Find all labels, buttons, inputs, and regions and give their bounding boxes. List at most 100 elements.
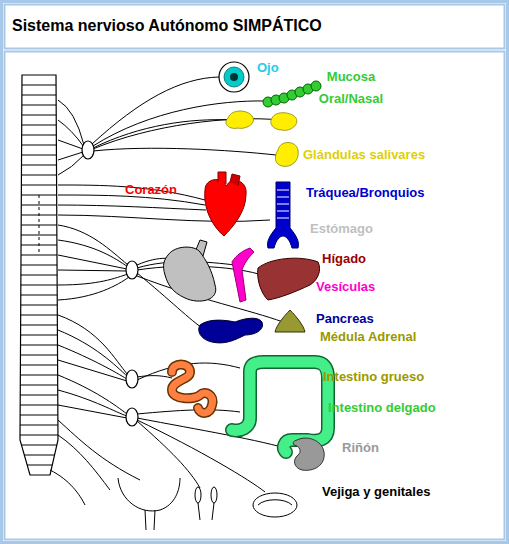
small-intestine-shape: [172, 365, 213, 413]
nerve-line: [137, 421, 200, 488]
heart-vessel: [230, 174, 240, 186]
diagram-title: Sistema nervioso Autónomo SIMPÁTICO: [12, 16, 322, 36]
vesicle-shape: [232, 248, 254, 302]
genital-outline: [195, 487, 201, 503]
genital-detail: [258, 500, 292, 505]
nerve-line: [58, 390, 127, 416]
nerve-line: [58, 274, 128, 285]
vertebra-line: [18, 305, 60, 306]
liver-shape: [258, 258, 320, 300]
vertebra-line: [18, 415, 60, 416]
organ-label: Corazón: [125, 182, 177, 198]
nerve-line: [58, 240, 128, 267]
vertebra-line: [18, 455, 60, 456]
nerve-lines: [50, 77, 292, 505]
ganglion: [82, 141, 94, 159]
stomach-shape: [164, 247, 216, 301]
nerve-line: [93, 120, 232, 148]
organ-label: Glándulas salivares: [303, 147, 425, 163]
eye-pupil: [230, 73, 238, 81]
vertebra-line: [18, 375, 60, 376]
nerve-line: [92, 77, 219, 144]
nerve-line: [58, 435, 110, 490]
small-intestine-outline: [172, 365, 213, 413]
vertebra-line: [18, 125, 60, 126]
gland-drawing: [226, 111, 298, 166]
organ-label: Estómago: [310, 221, 373, 237]
vertebra-line: [18, 355, 60, 356]
nerve-line: [58, 277, 129, 300]
bladder-genitals-drawing: [118, 478, 297, 530]
organ-label: Pancreas: [316, 311, 374, 327]
ganglion: [126, 261, 138, 279]
gland-shape: [226, 111, 254, 128]
spinal-cord: [18, 75, 60, 475]
genital-outline: [211, 487, 217, 503]
nerve-line: [58, 345, 127, 379]
nerve-line: [58, 330, 128, 377]
trachea-ring: [277, 190, 289, 191]
vertebra-line: [18, 155, 60, 156]
vertebra-line: [18, 115, 60, 116]
panel-frame: [5, 52, 505, 540]
vertebra-line: [18, 295, 60, 296]
trachea-ring: [277, 204, 289, 205]
nerve-line: [58, 405, 127, 418]
organ-label: Mucosa Oral/Nasal: [305, 66, 397, 110]
vertebra-line: [18, 405, 60, 406]
vertebra-line: [18, 145, 60, 146]
cord-center-line: [39, 195, 40, 255]
nerve-line: [58, 140, 83, 149]
trachea-drawing: [267, 182, 298, 248]
organ-label: Ojo: [257, 60, 279, 76]
vertebra-line: [18, 335, 60, 336]
vertebra-line: [18, 425, 60, 426]
vertebra-line: [18, 315, 60, 316]
vertebra-line: [18, 85, 60, 86]
vertebra-line: [18, 275, 60, 276]
gland-shape: [275, 143, 298, 167]
ganglion: [126, 370, 138, 388]
nerve-line: [58, 155, 84, 175]
organ-label: Riñón: [342, 440, 379, 456]
nerve-line: [137, 418, 292, 450]
vertebra-line: [18, 175, 60, 176]
pancreas-shape: [199, 318, 263, 343]
large-intestine-outline: [232, 362, 328, 452]
heart-shape: [205, 180, 246, 236]
vertebra-line: [18, 265, 60, 266]
small-intestine-drawing: [172, 365, 213, 413]
trachea-ring: [277, 197, 289, 198]
vertebra-line: [18, 365, 60, 366]
nerve-line: [58, 315, 128, 375]
organ-label: Vesículas: [316, 279, 375, 295]
trachea-ring: [277, 218, 289, 219]
urethra-outline: [145, 510, 155, 530]
kidney-shape: [293, 438, 324, 470]
trachea-rings: [277, 190, 289, 218]
nerve-line: [58, 420, 140, 480]
trachea-shape: [267, 182, 298, 248]
vertebra-line: [18, 435, 60, 436]
nerve-line: [58, 360, 127, 381]
nerve-line: [58, 205, 206, 210]
vertebra-line: [18, 465, 60, 466]
nerve-line: [58, 120, 84, 147]
nerve-line: [50, 470, 85, 505]
eye-iris: [224, 67, 244, 87]
organ-label: Tráquea/Bronquios: [306, 185, 424, 201]
large-intestine-drawing: [232, 362, 328, 452]
vertebra-line: [18, 385, 60, 386]
trachea-ring: [277, 211, 289, 212]
vertebra-line: [18, 205, 60, 206]
nerve-line: [137, 410, 240, 414]
vertebra-line: [18, 95, 60, 96]
nerve-line: [58, 375, 127, 414]
vertebra-line: [18, 165, 60, 166]
genital-duct: [198, 503, 214, 520]
vertebra-line: [18, 345, 60, 346]
